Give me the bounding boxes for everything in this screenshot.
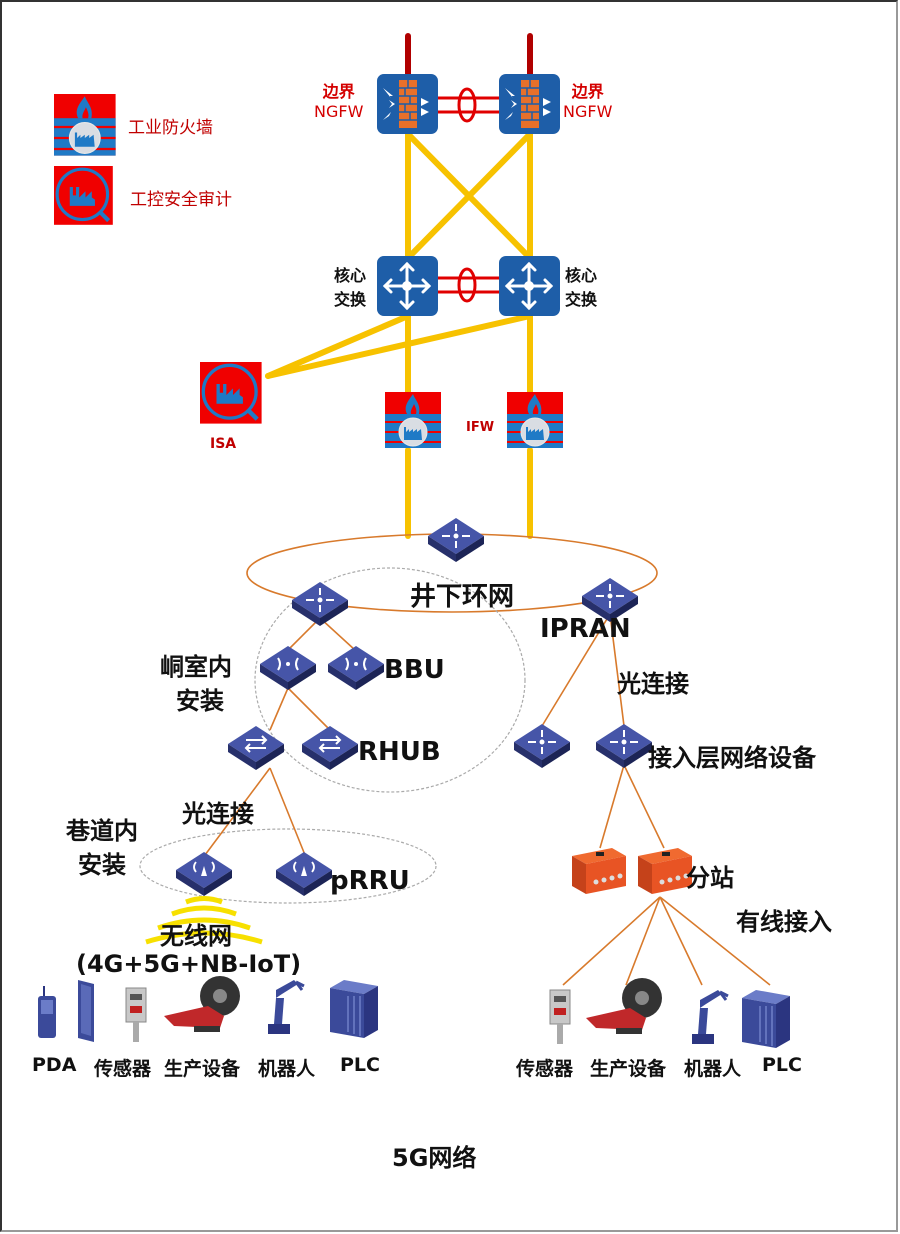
legend-firewall-icon [52,92,117,157]
device-label-sensor: 传感器 [94,1058,152,1080]
diagram-caption: 5G网络 [392,1144,477,1172]
plc-icon [330,980,378,1038]
ifw-label: IFW [466,420,495,435]
device-label-production: 生产设备 [164,1058,241,1080]
ha-link-core [437,267,500,303]
core-left-label: 核心 交换 [334,264,366,312]
device-label-plc: PLC [340,1054,380,1076]
right-device-label-robot: 机器人 [684,1058,742,1080]
access-switch-left-icon [514,724,570,768]
tunnel-install-line2: 安装 [78,851,126,879]
chamber-install-line1: 峒室内 [160,653,232,681]
isa-audit-icon [200,362,262,424]
core-right-line1: 核心 [565,266,598,285]
isa-label: ISA [210,436,237,452]
rhub-left-icon [228,726,284,770]
device-label-pda: PDA [32,1054,77,1076]
access-layer-label: 接入层网络设备 [648,744,816,772]
right-device-label-sensor: 传感器 [516,1058,574,1080]
wireless-signal-icon [145,896,263,945]
ring-switch-left-icon [292,582,348,626]
chamber-install-label: 峒室内 安装 [160,650,232,718]
substation-label: 分站 [686,864,734,892]
legend-audit-label: 工控安全审计 [130,190,232,210]
robot-right-icon [692,990,729,1044]
legend-firewall-label: 工业防火墙 [128,118,213,138]
sensor-icon [125,987,147,1042]
access-switch-right-icon [596,724,652,768]
core-switch-left-icon [377,256,438,316]
production-equipment-right-icon [586,978,662,1034]
substation-left-icon [572,848,626,894]
ngfw-right-line1: 边界 [571,82,604,101]
core-left-line1: 核心 [334,266,367,285]
ring-switch-ipran-icon [582,578,638,622]
pda-icon [38,986,56,1038]
tunnel-boundary [139,828,437,904]
right-device-label-plc: PLC [762,1054,802,1076]
ngfw-left-line2: NGFW [314,102,364,121]
production-equipment-icon [164,976,240,1032]
wired-access-label: 有线接入 [736,908,832,936]
left-optical-label: 光连接 [182,800,254,828]
robot-icon [268,980,305,1034]
ifw-right-icon [506,391,564,449]
substation-right-icon [638,848,692,894]
rhub-label: RHUB [358,737,441,767]
core-left-line2: 交换 [334,290,367,309]
core-right-label: 核心 交换 [565,264,597,312]
chamber-install-line2: 安装 [176,687,224,715]
ngfw-left-line1: 边界 [322,82,355,101]
ifw-left-icon [384,391,442,449]
ring-switch-top-icon [428,518,484,562]
tunnel-install-label: 巷道内 安装 [66,814,138,882]
tunnel-install-line1: 巷道内 [66,817,138,845]
wireless-tech-label: (4G+5G+NB-IoT) [76,950,302,978]
ngfw-left-icon [377,74,438,134]
core-right-line2: 交换 [565,290,598,309]
right-optical-label: 光连接 [617,670,689,698]
right-device-label-production: 生产设备 [590,1058,667,1080]
ngfw-right-icon [499,74,560,134]
ngfw-left-label: 边界 NGFW [314,82,363,122]
bbu-right-icon [328,646,384,690]
yellow-links [265,131,533,539]
ipran-label: IPRAN [540,614,631,644]
sensor-right-icon [549,989,571,1044]
wireless-label: 无线网 [160,922,232,950]
ring-label: 井下环网 [410,582,515,612]
prru-left-icon [176,852,232,896]
prru-right-icon [276,852,332,896]
chamber-boundary [254,567,526,793]
prru-label: pRRU [330,866,410,896]
rhub-right-icon [302,726,358,770]
core-switch-right-icon [499,256,560,316]
plc-right-icon [742,990,790,1048]
legend-audit-icon [54,166,113,225]
bbu-label: BBU [384,655,445,685]
fiber-links [204,613,771,986]
device-label-robot: 机器人 [258,1058,316,1080]
ngfw-right-label: 边界 NGFW [563,82,612,122]
ngfw-right-line2: NGFW [563,102,613,121]
bbu-left-icon [260,646,316,690]
tablet-icon [78,980,94,1042]
ha-link-ngfw [437,87,500,123]
